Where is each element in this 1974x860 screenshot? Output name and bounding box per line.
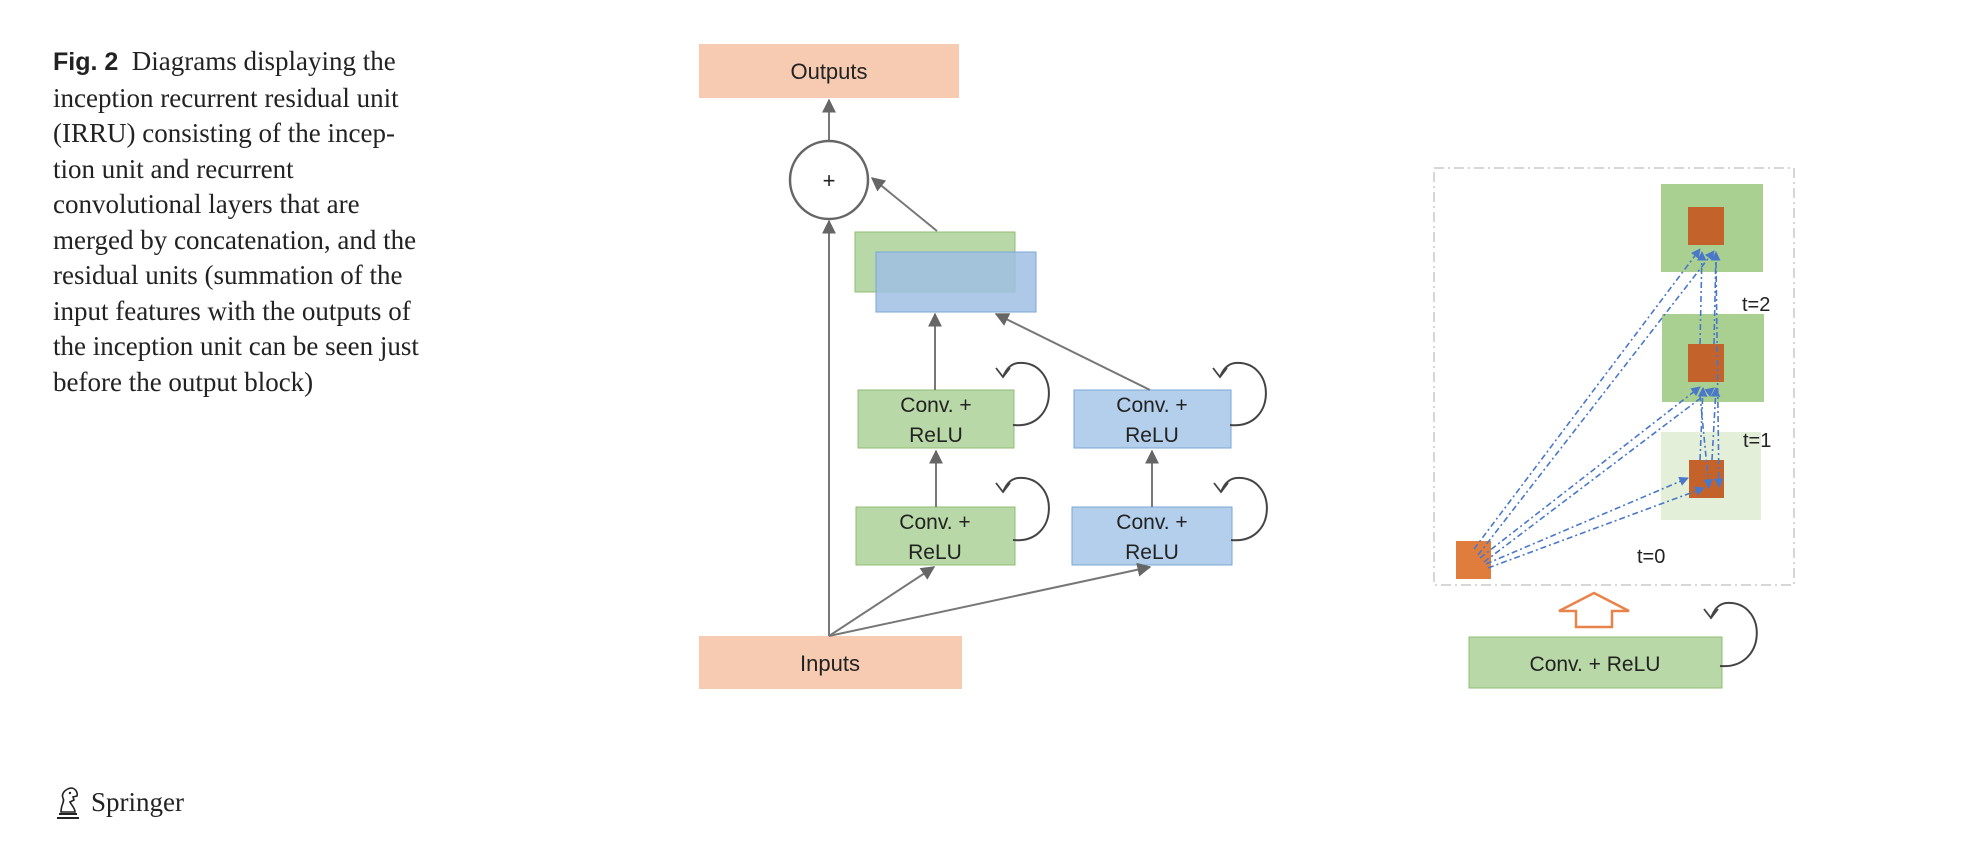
publisher-name: Springer: [91, 786, 184, 817]
conv-blue-top: [1073, 389, 1232, 449]
arrow-concat-to-sum: [870, 177, 938, 232]
inception-recurrent-residual-unit: Outputs Inputs + Conv. + ReLU Conv. + Re…: [699, 44, 1268, 689]
conv-green-bottom: [855, 506, 1016, 566]
conv-green-bottom-line2: ReLU: [908, 541, 962, 564]
caption-line-2: inception recurrent residual unit: [53, 82, 399, 113]
conv-green-top-line1: Conv. +: [900, 394, 971, 417]
time-label-t0: t=0: [1637, 546, 1665, 568]
summation-symbol: +: [823, 168, 836, 193]
time-unfold-frame: [1433, 167, 1795, 586]
inputs-label: Inputs: [800, 651, 860, 676]
conv-blue-top-line1: Conv. +: [1116, 394, 1187, 417]
caption-line-4: tion unit and recurrent: [53, 153, 294, 184]
conv-green-bottom-line1: Conv. +: [899, 511, 970, 534]
conv-blue-bottom-line2: ReLU: [1125, 541, 1179, 564]
caption-line-10: before the output block): [53, 366, 314, 397]
conv-relu-label: Conv. + ReLU: [1530, 653, 1661, 676]
recurrent-loop-icon: [1219, 361, 1267, 427]
unit-square-t2-lower: [1688, 344, 1724, 382]
springer-chess-knight-icon: [57, 787, 79, 819]
caption-line-9: the inception unit can be seen just: [53, 331, 419, 361]
caption-line-8: input features with the outputs of: [53, 295, 411, 326]
flow-arrows: [822, 98, 1159, 637]
arrow-blue-top-to-concat: [994, 313, 1151, 391]
figure-caption: Fig. 2 Diagrams displaying the inception…: [53, 44, 463, 400]
summation-node: [788, 139, 870, 221]
time-label-t2: t=2: [1742, 294, 1770, 316]
caption-line-3: (IRRU) consisting of the incep-: [53, 118, 395, 148]
caption-line-6: merged by concatenation, and the: [53, 224, 417, 255]
recurrent-loop-icon: [1002, 476, 1050, 542]
input-square-t0: [1456, 541, 1491, 579]
unit-square-t2-upper: [1688, 207, 1724, 245]
concat-blue-block: [875, 251, 1037, 313]
recurrent-connections: [1473, 248, 1724, 569]
recurrent-loop-icon: [1002, 361, 1050, 427]
caption-line-5: convolutional layers that are: [53, 189, 360, 219]
caption-line-1: Fig. 2 Diagrams displaying the: [53, 46, 396, 76]
conv-blue-bottom: [1071, 506, 1233, 566]
up-arrow-icon: [1558, 591, 1630, 629]
inputs-block: [699, 636, 962, 689]
conv-green-top-line2: ReLU: [909, 424, 963, 447]
conv-green-top: [857, 389, 1015, 449]
recurrent-loop-icon: [1220, 476, 1268, 542]
conv-blue-bottom-line1: Conv. +: [1116, 511, 1187, 534]
caption-line-7: residual units (summation of the: [53, 260, 403, 290]
outputs-block: [699, 44, 959, 98]
publisher-footer: Springer: [53, 782, 184, 822]
conv-blue-top-line2: ReLU: [1125, 424, 1179, 447]
recurrent-loops: [1002, 361, 1268, 542]
unfolded-recurrent-conv-layer: t=2 t=1 t=0 Conv. + ReLU: [1433, 167, 1795, 689]
figure-label: Fig. 2: [53, 48, 119, 76]
outputs-label: Outputs: [790, 59, 867, 84]
arrow-inputs-to-conv-green: [828, 566, 936, 637]
arrow-inputs-to-conv-blue: [828, 562, 1152, 637]
recurrent-loop-icon: [1710, 601, 1758, 668]
time-label-t1: t=1: [1743, 430, 1771, 452]
conv-relu-block: [1468, 636, 1723, 689]
